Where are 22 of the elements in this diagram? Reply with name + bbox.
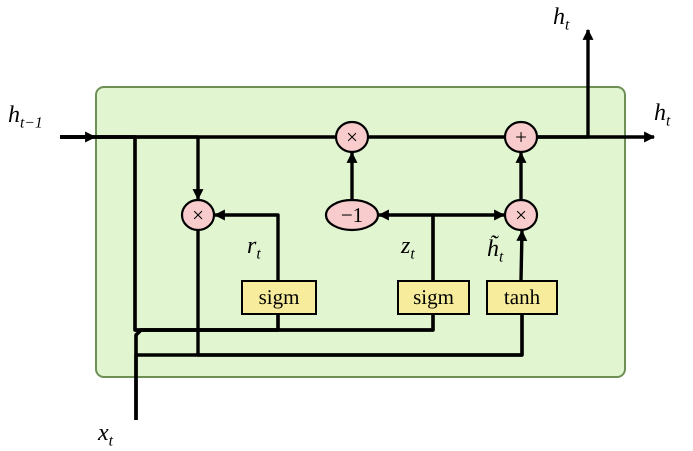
- edge-label: r$_{t}$: [247, 233, 261, 264]
- arrow: [516, 230, 528, 280]
- activation-box: tanh: [486, 280, 558, 315]
- edge-label: z$_{t}$: [401, 233, 415, 264]
- operator-circle: ×: [335, 121, 369, 153]
- operator-circle: ×: [181, 199, 215, 231]
- activation-box: sigm: [397, 280, 470, 315]
- edge-label: h̃$_{t}$: [487, 236, 504, 266]
- operator-circle: ×: [504, 199, 538, 231]
- arrow: [538, 28, 594, 139]
- gru-cell-panel: [95, 86, 626, 378]
- output-label: h$_{t}$: [553, 4, 595, 30]
- arrow: [516, 152, 526, 199]
- input-label: x$_{t}$: [98, 420, 140, 448]
- operator-ellipse: −1: [325, 199, 379, 231]
- operator-circle: +: [504, 121, 538, 153]
- output-label: h$_{t}$: [654, 100, 690, 137]
- input-label: h$_{t−1}$: [8, 102, 60, 137]
- arrow: [346, 152, 358, 199]
- arrow: [431, 210, 506, 280]
- activation-box: sigm: [241, 280, 317, 315]
- arrow: [214, 210, 280, 280]
